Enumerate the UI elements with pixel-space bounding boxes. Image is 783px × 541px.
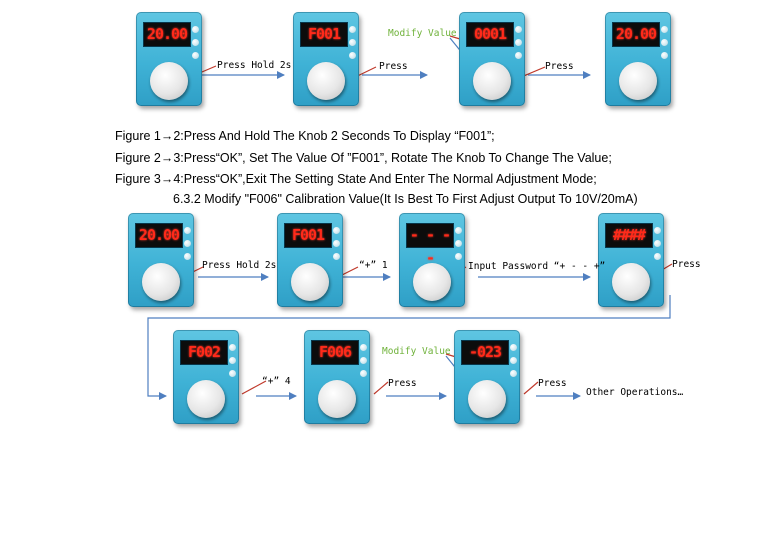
indicator-led <box>515 52 522 59</box>
label-modify-value: Modify Value <box>388 28 457 39</box>
indicator-led <box>333 240 340 247</box>
indicator-led <box>184 227 191 234</box>
indicator-led <box>661 39 668 46</box>
rotary-knob <box>307 62 345 100</box>
label-press: Press <box>538 378 567 389</box>
label-press: Press <box>672 259 701 270</box>
label-plus-four: “+” 4 <box>262 376 291 387</box>
indicator-led <box>229 344 236 351</box>
indicator-led <box>515 39 522 46</box>
pointer-r3-2 <box>373 381 389 395</box>
indicator-led <box>360 344 367 351</box>
rotary-knob <box>142 263 180 301</box>
indicator-led <box>661 26 668 33</box>
indicator-led <box>360 357 367 364</box>
rotary-knob <box>150 62 188 100</box>
rotary-knob <box>291 263 329 301</box>
display-readout: F001 <box>300 22 348 47</box>
indicator-led <box>192 26 199 33</box>
label-plus-one: “+” 1 <box>359 260 388 271</box>
indicator-led <box>455 227 462 234</box>
rotary-knob <box>413 263 451 301</box>
indicator-led <box>229 370 236 377</box>
label-other-operations: Other Operations… <box>586 387 684 398</box>
indicator-led <box>349 26 356 33</box>
label-press: Press <box>545 61 574 72</box>
device-r3-3: -023 <box>454 330 520 424</box>
indicator-led <box>455 240 462 247</box>
label-press-hold: Press Hold 2s <box>217 60 292 71</box>
label-modify-value: Modify Value <box>382 346 451 357</box>
display-readout: 20.00 <box>135 223 183 248</box>
rotary-knob <box>612 263 650 301</box>
label-press: Press <box>388 378 417 389</box>
rotary-knob <box>187 380 225 418</box>
arrow-wrap <box>147 295 671 400</box>
display-readout: - - - - <box>406 223 454 267</box>
label-press-hold: Press Hold 2s <box>202 260 277 271</box>
indicator-led <box>654 227 661 234</box>
device-r1-2: F001 <box>293 12 359 106</box>
device-r1-3: 0001 <box>459 12 525 106</box>
rotary-knob <box>318 380 356 418</box>
device-r3-2: F006 <box>304 330 370 424</box>
indicator-led <box>184 240 191 247</box>
device-r2-1: 20.00 <box>128 213 194 307</box>
rotary-knob <box>468 380 506 418</box>
indicator-led <box>229 357 236 364</box>
indicator-led <box>192 39 199 46</box>
indicator-led <box>349 52 356 59</box>
indicator-led <box>510 344 517 351</box>
device-r1-4: 20.00 <box>605 12 671 106</box>
instruction-line: Figure 2→3:Press“OK”, Set The Value Of ”… <box>115 151 612 165</box>
indicator-led <box>360 370 367 377</box>
indicator-led <box>333 227 340 234</box>
display-readout: F001 <box>284 223 332 248</box>
pointer-r3-1 <box>241 380 267 395</box>
device-r2-2: F001 <box>277 213 343 307</box>
indicator-led <box>661 52 668 59</box>
device-r2-3: - - - - <box>399 213 465 307</box>
device-r2-4: #### <box>598 213 664 307</box>
indicator-led <box>455 253 462 260</box>
section-heading: 6.3.2 Modify "F006" Calibration Value(It… <box>173 192 638 206</box>
indicator-led <box>510 357 517 364</box>
display-readout: F006 <box>311 340 359 365</box>
display-readout: -023 <box>461 340 509 365</box>
display-readout: 20.00 <box>143 22 191 47</box>
rotary-knob <box>619 62 657 100</box>
display-readout: F002 <box>180 340 228 365</box>
instruction-line: Figure 1→2:Press And Hold The Knob 2 Sec… <box>115 129 495 143</box>
indicator-led <box>184 253 191 260</box>
label-input-password: Input Password “+ - - +” <box>468 261 606 272</box>
device-r1-1: 20.00 <box>136 12 202 106</box>
indicator-led <box>333 253 340 260</box>
indicator-led <box>654 253 661 260</box>
display-readout: 20.00 <box>612 22 660 47</box>
device-r3-1: F002 <box>173 330 239 424</box>
pointer-r3-3 <box>523 381 539 395</box>
indicator-led <box>349 39 356 46</box>
display-readout: 0001 <box>466 22 514 47</box>
indicator-led <box>515 26 522 33</box>
label-press: Press <box>379 61 408 72</box>
indicator-led <box>510 370 517 377</box>
display-readout: #### <box>605 223 653 248</box>
rotary-knob <box>473 62 511 100</box>
indicator-led <box>654 240 661 247</box>
indicator-led <box>192 52 199 59</box>
instruction-line: Figure 3→4:Press“OK”,Exit The Setting St… <box>115 172 597 186</box>
